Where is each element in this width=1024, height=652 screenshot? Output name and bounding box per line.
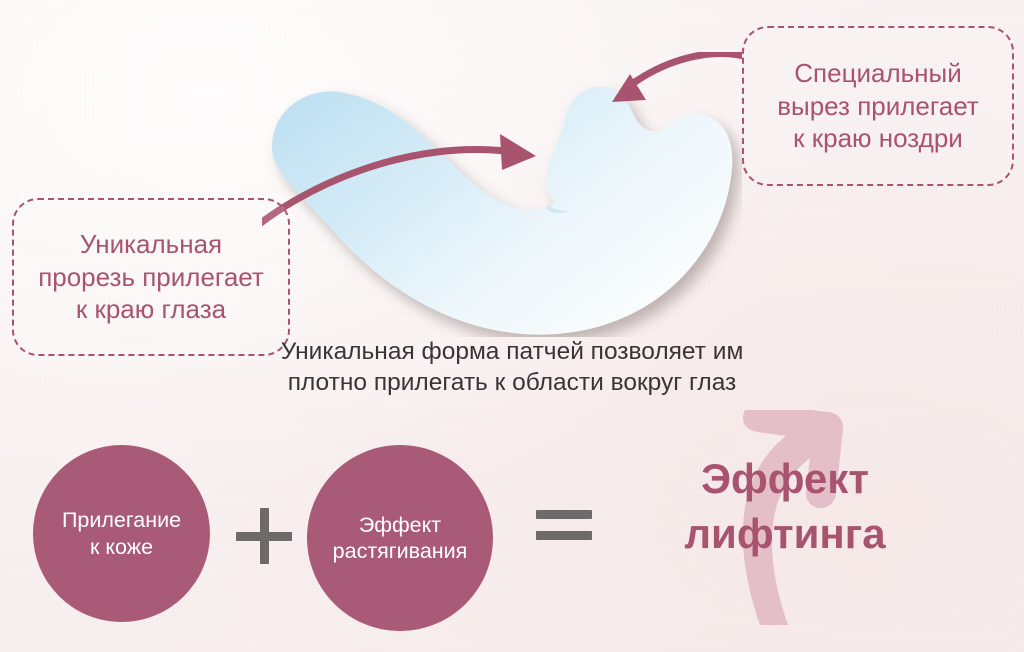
bubble-adhesion-line-2: к коже xyxy=(89,534,154,559)
bubble-stretch-effect: Эффект растягивания xyxy=(307,445,493,631)
benefit-formula-row: Прилегание к коже Эффект растягивания Эф… xyxy=(0,410,1024,631)
result-line-2: лифтинга xyxy=(684,509,886,557)
callout-nostril-line-2: вырез прилегает xyxy=(777,90,979,121)
result-lifting-effect: Эффект лифтинга xyxy=(620,410,950,625)
callout-nostril-cutout: Специальный вырез прилегает к краю ноздр… xyxy=(742,26,1014,186)
eye-patch-illustration xyxy=(262,52,742,337)
bubble-stretch-effect-text: Эффект растягивания xyxy=(333,512,468,564)
patch-shape xyxy=(272,86,733,335)
bubble-skin-adhesion-text: Прилегание к коже xyxy=(62,507,181,559)
callout-eye-text: Уникальная прорезь прилегает к краю глаз… xyxy=(38,228,264,326)
callout-eye-line-3: к краю глаза xyxy=(75,294,227,325)
caption-line-2: плотно прилегать к области вокруг глаз xyxy=(287,369,737,397)
result-line-1: Эффект xyxy=(701,455,869,502)
plus-sign-icon xyxy=(236,508,292,564)
patch-slit xyxy=(546,204,570,214)
patch-shape-caption: Уникальная форма патчей позволяет им пло… xyxy=(0,336,1024,399)
result-lifting-effect-text: Эффект лифтинга xyxy=(620,452,950,561)
equals-sign-icon xyxy=(536,510,592,544)
callout-eye-slit: Уникальная прорезь прилегает к краю глаз… xyxy=(12,198,290,356)
bubble-stretch-line-1: Эффект xyxy=(358,512,442,537)
callout-eye-line-1: Уникальная xyxy=(79,228,223,259)
bubble-adhesion-line-1: Прилегание xyxy=(61,508,182,533)
up-arrow-icon xyxy=(668,410,868,625)
callout-nostril-line-3: к краю ноздри xyxy=(793,123,963,154)
caption-line-1: Уникальная форма патчей позволяет им xyxy=(280,338,744,365)
bubble-stretch-line-2: растягивания xyxy=(332,539,468,563)
callout-nostril-text: Специальный вырез прилегает к краю ноздр… xyxy=(777,57,979,155)
callout-eye-line-2: прорезь прилегает xyxy=(38,261,264,292)
bubble-skin-adhesion: Прилегание к коже xyxy=(33,445,210,622)
arrow-to-nostril-notch xyxy=(612,52,742,102)
callout-nostril-line-1: Специальный xyxy=(794,57,962,88)
